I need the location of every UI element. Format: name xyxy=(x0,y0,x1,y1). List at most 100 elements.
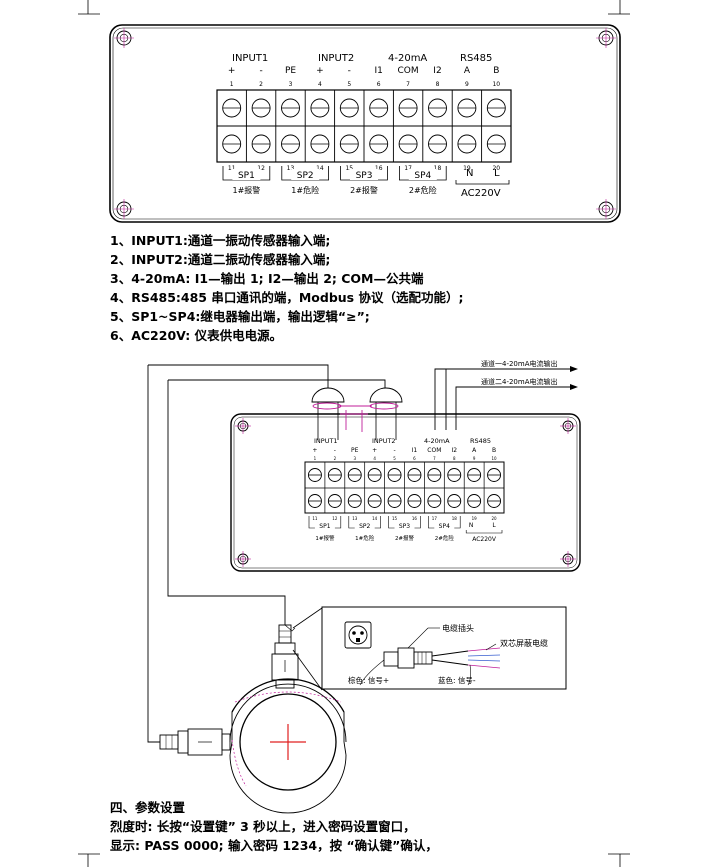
note-item: 2、INPUT2:通道二振动传感器输入端; xyxy=(110,252,331,267)
terminal-number: 12 xyxy=(257,165,265,172)
terminal-sign: PE xyxy=(351,447,359,454)
terminal-number: 9 xyxy=(465,81,469,88)
ac-l-label: L xyxy=(494,168,500,179)
terminal-sign: + xyxy=(228,66,236,76)
enclosure-small xyxy=(230,413,581,572)
sp-label: SP2 xyxy=(359,523,370,530)
terminal-number: 8 xyxy=(436,81,440,88)
section-heading: 四、参数设置 xyxy=(110,800,186,815)
svg-text:INPUT2: INPUT2 xyxy=(372,437,396,445)
plug-label: 电缆插头 xyxy=(442,623,474,633)
terminal-sign: B xyxy=(493,66,499,76)
note-item: 1、INPUT1:通道一振动传感器输入端; xyxy=(110,233,331,248)
terminal-number: 1 xyxy=(230,81,234,88)
terminal-sign: - xyxy=(393,447,395,454)
vibration-sensor-top xyxy=(271,624,299,689)
input1-label: INPUT1 xyxy=(232,53,268,64)
terminal-number: 18 xyxy=(452,516,458,521)
terminal-number: 3 xyxy=(353,456,356,461)
note-item: 4、RS485:485 串口通讯的端，Modbus 协议（选配功能）; xyxy=(110,290,464,305)
terminal-number: 14 xyxy=(372,516,378,521)
terminal-sign: COM xyxy=(427,447,441,454)
terminal-number: 11 xyxy=(312,516,318,521)
terminal-number: 20 xyxy=(492,516,498,521)
section-line-2: 显示: PASS 0000; 输入密码 1234，按 “确认键”确认， xyxy=(110,838,438,853)
enclosure-outline xyxy=(109,24,621,223)
terminal-number: 7 xyxy=(406,81,410,88)
terminal-number: 7 xyxy=(433,456,436,461)
mount-screws-small xyxy=(235,418,576,567)
terminal-number: 6 xyxy=(413,456,416,461)
vibration-sensor-side xyxy=(159,728,231,756)
terminal-number: 15 xyxy=(345,165,353,172)
sp-label: SP1 xyxy=(238,171,255,181)
terminal-number: 13 xyxy=(352,516,358,521)
rs485-label: RS485 xyxy=(460,53,492,64)
ma-label: 4-20mA xyxy=(388,53,427,64)
terminal-sign: I2 xyxy=(433,66,441,76)
sp-desc: 2#危险 xyxy=(435,534,455,542)
blue-wire-label: 蓝色: 信号- xyxy=(438,675,476,685)
sp-desc: 2#报警 xyxy=(395,534,415,542)
terminal-number: 20 xyxy=(492,165,500,172)
terminal-number: 18 xyxy=(434,165,442,172)
mount-screws xyxy=(114,28,616,219)
terminal-sign: I1 xyxy=(412,447,418,454)
terminal-screws xyxy=(222,90,506,162)
sp-label: SP3 xyxy=(399,523,410,530)
terminal-number: 4 xyxy=(373,456,376,461)
crop-marks xyxy=(78,0,630,867)
terminal-sign: + xyxy=(372,447,377,454)
output1-text: 通道一4-20mA电流输出 xyxy=(481,359,558,368)
terminal-sign: PE xyxy=(285,66,296,76)
terminal-number: 8 xyxy=(453,456,456,461)
sp-desc: 1#危险 xyxy=(291,185,319,195)
terminal-sign: - xyxy=(334,447,336,454)
terminal-sign: + xyxy=(316,66,324,76)
connector-dome-1 xyxy=(311,387,345,403)
terminal-number: 19 xyxy=(463,165,471,172)
terminal-number: 9 xyxy=(473,456,476,461)
terminal-number: 16 xyxy=(375,165,383,172)
sp-desc: 1#危险 xyxy=(355,534,375,542)
terminal-number: 14 xyxy=(316,165,324,172)
terminal-sign: A xyxy=(472,447,477,454)
terminal-number: 4 xyxy=(318,81,322,88)
terminal-sign: - xyxy=(348,66,351,76)
terminal-sign: I1 xyxy=(375,66,383,76)
ac-n-label: N xyxy=(466,168,473,179)
terminal-number: 5 xyxy=(393,456,396,461)
svg-text:RS485: RS485 xyxy=(470,437,491,445)
terminal-sign: A xyxy=(464,66,471,76)
sp-desc: 2#报警 xyxy=(350,185,378,195)
terminal-number: 2 xyxy=(334,456,337,461)
note-item: 5、SP1~SP4:继电器输出端，输出逻辑“≥”; xyxy=(110,309,370,324)
terminal-number: 1 xyxy=(314,456,317,461)
sp-label: SP1 xyxy=(319,523,330,530)
terminal-number: 17 xyxy=(404,165,412,172)
terminal-number: 10 xyxy=(492,81,500,88)
sp-label: SP4 xyxy=(439,523,450,530)
terminal-number: 17 xyxy=(432,516,438,521)
terminal-number: 19 xyxy=(472,516,478,521)
svg-text:N: N xyxy=(469,522,474,529)
note-item: 3、4-20mA: I1—输出 1; I2—输出 2; COM—公共端 xyxy=(110,271,424,286)
terminal-number: 16 xyxy=(412,516,418,521)
terminal-number: 12 xyxy=(332,516,338,521)
svg-text:L: L xyxy=(492,522,496,529)
svg-text:AC220V: AC220V xyxy=(472,536,497,543)
terminal-sign: I2 xyxy=(451,447,457,454)
cable-label: 双芯屏蔽电缆 xyxy=(500,638,548,648)
input2-label: INPUT2 xyxy=(318,53,354,64)
connector-plug-icon xyxy=(344,621,501,669)
shield-ties xyxy=(312,402,399,432)
shaft-clamp xyxy=(229,678,347,814)
terminal-sign: + xyxy=(312,447,317,454)
